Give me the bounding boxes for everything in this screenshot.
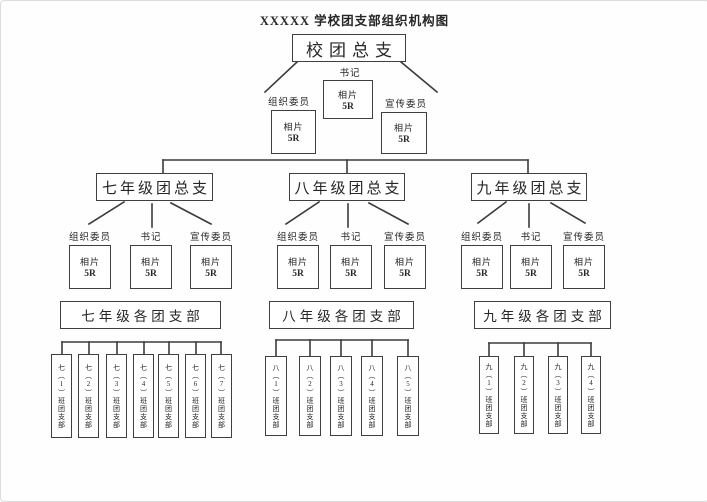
class-branch-box: 八（3）班团支部 [330, 356, 352, 436]
class-branch-box: 七（1）班团支部 [51, 354, 72, 438]
wire [549, 201, 587, 225]
photo-label: 相片 [573, 257, 594, 267]
g7-role-organizer: 组织委员 [68, 233, 112, 243]
class-branch-box: 九（1）班团支部 [479, 356, 499, 434]
g7-photo-organizer: 相片 5R [69, 245, 111, 289]
chart-title: XXXXX 学校团支部组织机构图 [259, 14, 450, 28]
class-branch-box: 七（5）班团支部 [158, 354, 179, 438]
photo-label: 相片 [287, 257, 308, 267]
wire [367, 201, 410, 226]
class-branch-box: 九（3）班团支部 [548, 356, 568, 434]
wire [87, 200, 126, 226]
grade8-committee-box: 八年级团总支 [289, 173, 405, 201]
g8-role-organizer: 组织委员 [276, 233, 320, 243]
g8-role-secretary: 书记 [340, 233, 362, 243]
grade8-branches-header-box: 八年级各团支部 [269, 301, 414, 329]
class-branch-box: 七（3）班团支部 [106, 354, 127, 438]
g7-photo-publicity: 相片 5R [190, 245, 232, 289]
g9-photo-publicity: 相片 5R [563, 245, 605, 289]
photo-size-label: 5R [578, 269, 590, 279]
class-branch-box: 八（2）班团支部 [299, 356, 321, 436]
g8-photo-publicity: 相片 5R [384, 245, 426, 289]
wire [399, 60, 439, 94]
photo-label: 相片 [337, 89, 358, 100]
grade9-branches-header-box: 九年级各团支部 [474, 301, 611, 329]
class-branch-box: 七（2）班团支部 [78, 354, 99, 438]
class-branch-box: 八（5）班团支部 [397, 356, 419, 436]
wire [169, 201, 213, 226]
class-branch-box: 八（1）班团支部 [265, 356, 287, 436]
photo-box-organizer: 相片 5R [271, 110, 316, 154]
photo-size-label: 5R [399, 269, 411, 279]
class-branch-box: 七（4）班团支部 [133, 354, 154, 438]
g7-role-secretary: 书记 [140, 233, 162, 243]
g7-role-publicity: 宣传委员 [189, 233, 233, 243]
role-label-publicity: 宣传委员 [384, 100, 428, 110]
photo-size-label: 5R [398, 135, 410, 145]
photo-size-label: 5R [145, 269, 157, 279]
g9-role-publicity: 宣传委员 [562, 233, 606, 243]
photo-label: 相片 [471, 257, 492, 267]
class-branch-box: 九（4）班团支部 [581, 356, 601, 434]
grade9-committee-box: 九年级团总支 [471, 173, 587, 201]
photo-label: 相片 [340, 257, 361, 267]
role-label-organizer: 组织委员 [267, 98, 311, 108]
photo-size-label: 5R [292, 269, 304, 279]
school-league-committee-box: 校团总支 [292, 34, 406, 62]
class-branch-box: 七（6）班团支部 [185, 354, 206, 438]
photo-label: 相片 [394, 257, 415, 267]
photo-size-label: 5R [84, 269, 96, 279]
grade7-committee-box: 七年级团总支 [96, 173, 213, 201]
photo-size-label: 5R [345, 269, 357, 279]
g8-role-publicity: 宣传委员 [383, 233, 427, 243]
class-branch-box: 七（7）班团支部 [211, 354, 232, 438]
photo-label: 相片 [140, 257, 161, 267]
g8-photo-secretary: 相片 5R [330, 245, 372, 289]
photo-size-label: 5R [525, 269, 537, 279]
photo-size-label: 5R [476, 269, 488, 279]
g8-photo-organizer: 相片 5R [277, 245, 319, 289]
photo-box-secretary: 相片 5R [323, 80, 373, 119]
photo-label: 相片 [520, 257, 541, 267]
class-branch-box: 八（4）班团支部 [361, 356, 383, 436]
g9-role-secretary: 书记 [520, 233, 542, 243]
class-branch-box: 九（2）班团支部 [514, 356, 534, 434]
wire [284, 200, 321, 226]
photo-size-label: 5R [342, 101, 354, 112]
g9-photo-secretary: 相片 5R [510, 245, 552, 289]
g9-role-organizer: 组织委员 [460, 233, 504, 243]
grade7-branches-header-box: 七年级各团支部 [60, 301, 221, 329]
photo-label: 相片 [393, 123, 414, 133]
wire [476, 200, 508, 225]
photo-box-publicity: 相片 5R [381, 112, 427, 154]
wire [263, 60, 299, 94]
photo-size-label: 5R [287, 134, 300, 144]
g7-photo-secretary: 相片 5R [130, 245, 172, 289]
role-label-secretary: 书记 [339, 69, 361, 79]
photo-label: 相片 [200, 257, 221, 267]
photo-label: 相片 [79, 257, 100, 267]
photo-size-label: 5R [205, 269, 217, 279]
photo-label: 相片 [283, 122, 304, 132]
g9-photo-organizer: 相片 5R [461, 245, 503, 289]
